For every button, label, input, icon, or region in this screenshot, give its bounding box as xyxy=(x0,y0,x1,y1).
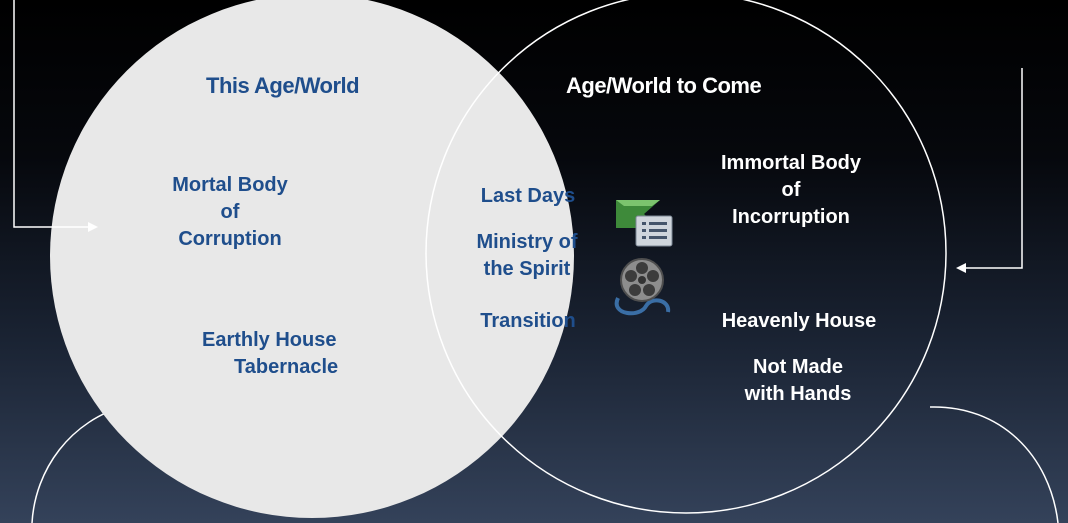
mortal-body-line-3: Corruption xyxy=(178,228,282,250)
ministry-line-1: Ministry of xyxy=(476,231,578,253)
earthly-house-line-1: Earthly House xyxy=(202,329,337,351)
earthly-house-line-2: Tabernacle xyxy=(234,356,339,378)
immortal-body-label: Immortal Body of Incorruption xyxy=(696,150,886,231)
mortal-body-line-2: of xyxy=(220,201,240,223)
earthly-house-label: Earthly House Tabernacle xyxy=(202,327,382,381)
heavenly-house-label: Heavenly House xyxy=(721,310,877,332)
ministry-label: Ministry of the Spirit xyxy=(452,229,602,283)
left-arrowhead xyxy=(88,222,98,232)
left-circle-title: This Age/World xyxy=(206,73,360,98)
film-reel-icon[interactable] xyxy=(614,258,671,316)
bottom-arc-right xyxy=(929,406,1059,523)
left-connector-line xyxy=(13,0,90,228)
ministry-line-2: the Spirit xyxy=(483,258,571,280)
left-circle xyxy=(50,0,574,518)
immortal-body-line-2: of xyxy=(781,179,801,201)
mortal-body-label: Mortal Body of Corruption xyxy=(160,172,300,253)
right-circle xyxy=(425,0,947,514)
not-made-line-2: with Hands xyxy=(744,383,852,405)
last-days-label: Last Days xyxy=(480,185,576,207)
not-made-label: Not Made with Hands xyxy=(718,354,878,408)
right-connector-line xyxy=(964,68,1023,269)
slide-list-icon[interactable] xyxy=(616,200,673,247)
right-circle-title: Age/World to Come xyxy=(566,73,762,98)
immortal-body-line-3: Incorruption xyxy=(732,206,850,228)
not-made-line-1: Not Made xyxy=(753,356,843,378)
mortal-body-line-1: Mortal Body xyxy=(172,174,288,196)
transition-label: Transition xyxy=(480,310,576,332)
right-arrowhead xyxy=(956,263,966,273)
immortal-body-line-1: Immortal Body xyxy=(720,152,862,174)
